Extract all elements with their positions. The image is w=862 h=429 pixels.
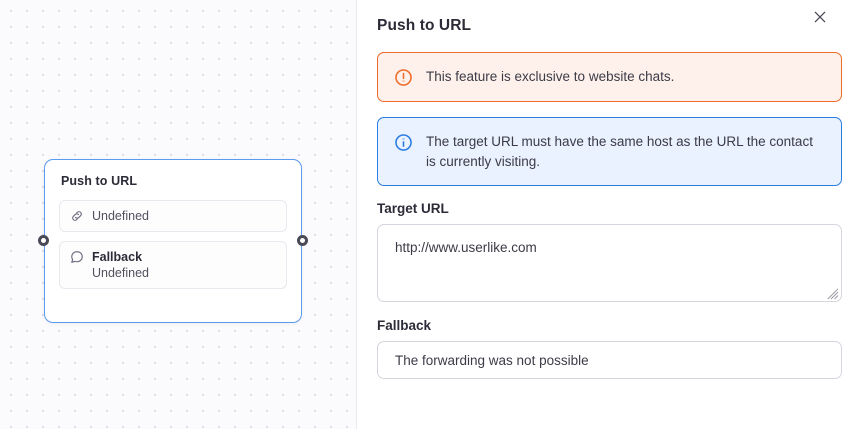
warning-alert-text: This feature is exclusive to website cha…: [426, 69, 675, 84]
close-icon: [812, 9, 828, 28]
warning-alert: This feature is exclusive to website cha…: [377, 52, 842, 102]
info-alert: The target URL must have the same host a…: [377, 117, 842, 187]
settings-panel: Push to URL This feature is exclusive to…: [357, 0, 862, 429]
node-row-fallback[interactable]: Fallback Undefined: [59, 241, 287, 289]
fallback-input[interactable]: [377, 341, 842, 380]
node-row-label: Fallback: [92, 250, 143, 264]
chat-bubble-icon: [70, 250, 84, 264]
link-icon: [70, 209, 84, 223]
panel-header: Push to URL: [377, 0, 842, 52]
exclamation-circle-icon: [394, 68, 413, 87]
node-row-target-url[interactable]: Undefined: [59, 200, 287, 232]
node-rows: Undefined Fallback Undefined: [45, 188, 301, 289]
close-button[interactable]: [808, 6, 832, 30]
target-url-input[interactable]: [377, 224, 842, 303]
info-circle-icon: [394, 133, 413, 152]
node-input-handle[interactable]: [38, 235, 49, 246]
node-row-value: Undefined: [92, 209, 149, 223]
node-output-handle[interactable]: [297, 235, 308, 246]
page-title: Push to URL: [377, 17, 472, 34]
target-url-label: Target URL: [377, 201, 449, 217]
fallback-field-block: Fallback: [377, 318, 842, 380]
node-row-value: Undefined: [92, 266, 149, 280]
fallback-label: Fallback: [377, 318, 432, 334]
info-alert-text: The target URL must have the same host a…: [426, 134, 813, 169]
node-title: Push to URL: [61, 174, 138, 188]
flow-node-push-to-url[interactable]: Push to URL Undefined: [44, 159, 302, 323]
flow-canvas[interactable]: Push to URL Undefined: [0, 0, 357, 429]
target-url-field-block: Target URL: [377, 201, 842, 303]
